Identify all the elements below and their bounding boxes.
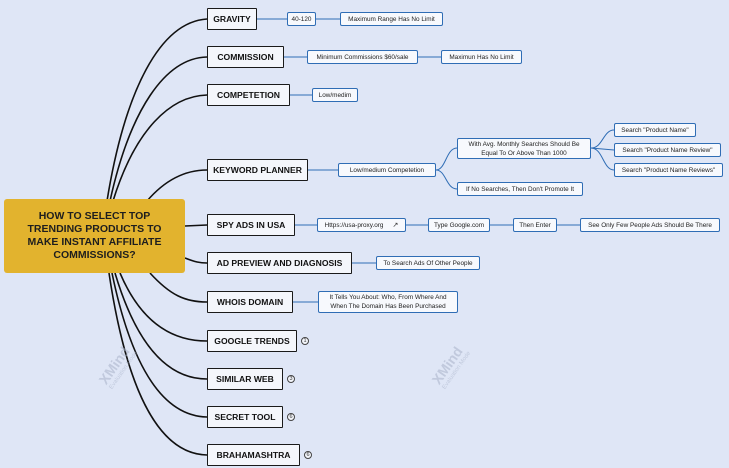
subtopic-spy-enter[interactable]: Then Enter: [513, 218, 557, 232]
topic-competetion[interactable]: COMPETETION: [207, 84, 290, 106]
topic-google-trends[interactable]: GOOGLE TRENDS: [207, 330, 297, 352]
subtopic-label: With Avg. Monthly Searches Should Be Equ…: [468, 140, 580, 157]
topic-label: GRAVITY: [213, 14, 251, 24]
topic-gravity[interactable]: GRAVITY: [207, 8, 257, 30]
topic-label: BRAHAMASHTRA: [216, 450, 291, 460]
subtopic-commission-min[interactable]: Minimum Commissions $60/sale: [307, 50, 418, 64]
subtopic-kw-competition[interactable]: Low/medium Competetion: [338, 163, 436, 177]
subtopic-label: Low/medium Competetion: [349, 166, 425, 174]
subtopic-competetion-level[interactable]: Low/medim: [312, 88, 358, 102]
subtopic-spy-see[interactable]: See Only Few People Ads Should Be There: [580, 218, 720, 232]
subtopic-kw-no-searches[interactable]: If No Searches, Then Don't Promote It: [457, 182, 583, 196]
subtopic-gravity-range[interactable]: 40-120: [287, 12, 316, 26]
subtopic-label: Low/medim: [318, 91, 352, 99]
topic-commission[interactable]: COMMISSION: [207, 46, 284, 68]
topic-label: KEYWORD PLANNER: [213, 165, 302, 175]
subtopic-label: To Search Ads Of Other People: [383, 259, 473, 267]
subtopic-label: 40-120: [291, 15, 312, 23]
subtopic-whois[interactable]: It Tells You About: Who, From Where And …: [318, 291, 458, 313]
subtopic-search-product-reviews[interactable]: Search "Product Name Reviews": [614, 163, 723, 177]
subtopic-spy-url[interactable]: Https://usa-proxy.org ↗: [317, 218, 406, 232]
external-link-icon[interactable]: ↗: [392, 221, 399, 229]
collapsed-count-badge[interactable]: 3: [287, 375, 295, 383]
collapsed-count-badge[interactable]: 1: [301, 337, 309, 345]
badge-count: 6: [289, 414, 293, 420]
subtopic-ad-preview[interactable]: To Search Ads Of Other People: [376, 256, 480, 270]
topic-keyword-planner[interactable]: KEYWORD PLANNER: [207, 159, 308, 181]
topic-label: SIMILAR WEB: [216, 374, 274, 384]
subtopic-gravity-max[interactable]: Maximum Range Has No Limit: [340, 12, 443, 26]
subtopic-label: Type Google.com: [433, 221, 485, 229]
subtopic-label: It Tells You About: Who, From Where And …: [329, 294, 447, 310]
central-topic[interactable]: HOW TO SELECT TOP TRENDING PRODUCTS TO M…: [4, 199, 185, 273]
topic-label: GOOGLE TRENDS: [214, 336, 290, 346]
topic-label: AD PREVIEW AND DIAGNOSIS: [216, 258, 343, 268]
subtopic-label: Maximun Has No Limit: [449, 53, 514, 61]
subtopic-label: See Only Few People Ads Should Be There: [588, 221, 712, 229]
topic-ad-preview[interactable]: AD PREVIEW AND DIAGNOSIS: [207, 252, 352, 274]
topic-secret-tool[interactable]: SECRET TOOL: [207, 406, 283, 428]
topic-brahamashtra[interactable]: BRAHAMASHTRA: [207, 444, 300, 466]
subtopic-commission-max[interactable]: Maximun Has No Limit: [441, 50, 522, 64]
subtopic-search-product-review[interactable]: Search "Product Name Review": [614, 143, 721, 157]
subtopic-label: Search "Product Name": [621, 126, 689, 134]
subtopic-label: Minimum Commissions $60/sale: [316, 53, 409, 61]
topic-spy-ads[interactable]: SPY ADS IN USA: [207, 214, 295, 236]
topic-label: COMPETETION: [216, 90, 281, 100]
topic-similar-web[interactable]: SIMILAR WEB: [207, 368, 283, 390]
badge-count: 6: [306, 452, 310, 458]
badge-count: 3: [289, 376, 293, 382]
subtopic-search-product-name[interactable]: Search "Product Name": [614, 123, 696, 137]
topic-label: SPY ADS IN USA: [216, 220, 286, 230]
subtopic-label: Search "Product Name Reviews": [621, 166, 716, 174]
subtopic-label: Then Enter: [519, 221, 551, 229]
subtopic-kw-searches[interactable]: With Avg. Monthly Searches Should Be Equ…: [457, 138, 591, 159]
topic-label: SECRET TOOL: [214, 412, 276, 422]
topic-whois-domain[interactable]: WHOIS DOMAIN: [207, 291, 293, 313]
topic-label: COMMISSION: [217, 52, 274, 62]
topic-label: WHOIS DOMAIN: [216, 297, 284, 307]
central-topic-title: HOW TO SELECT TOP TRENDING PRODUCTS TO M…: [27, 210, 162, 261]
subtopic-spy-type[interactable]: Type Google.com: [428, 218, 490, 232]
subtopic-label: Search "Product Name Review": [622, 146, 713, 154]
subtopic-label: Https://usa-proxy.org: [324, 221, 384, 229]
collapsed-count-badge[interactable]: 6: [287, 413, 295, 421]
collapsed-count-badge[interactable]: 6: [304, 451, 312, 459]
subtopic-label: If No Searches, Then Don't Promote It: [465, 185, 575, 193]
badge-count: 1: [303, 338, 307, 344]
subtopic-label: Maximum Range Has No Limit: [348, 15, 435, 23]
